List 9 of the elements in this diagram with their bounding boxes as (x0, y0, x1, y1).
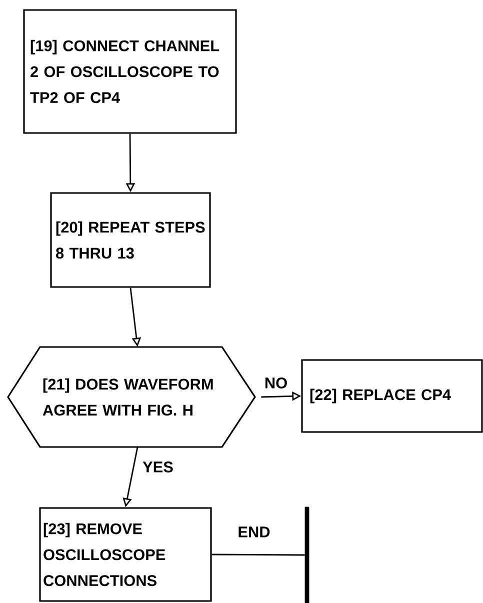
edge-label: YES (142, 460, 174, 474)
end-bar (304, 506, 310, 603)
process-box: [23] REMOVE OSCILLOSCOPE CONNECTIONS (39, 507, 212, 602)
edge-label: END (236, 526, 272, 538)
process-box: [20] REPEAT STEPS 8 THRU 13 (50, 192, 211, 288)
process-box: [22] REPLACE CP4 (301, 359, 483, 433)
decision-hexagon: [21] DOES WAVEFORM AGREE WITH FIG. H (7, 346, 256, 448)
edge-label: NO (263, 376, 289, 390)
process-box: [19] CONNECT CHANNEL 2 OF OSCILLOSCOPE TO TP2 OF CP4 (23, 9, 237, 134)
